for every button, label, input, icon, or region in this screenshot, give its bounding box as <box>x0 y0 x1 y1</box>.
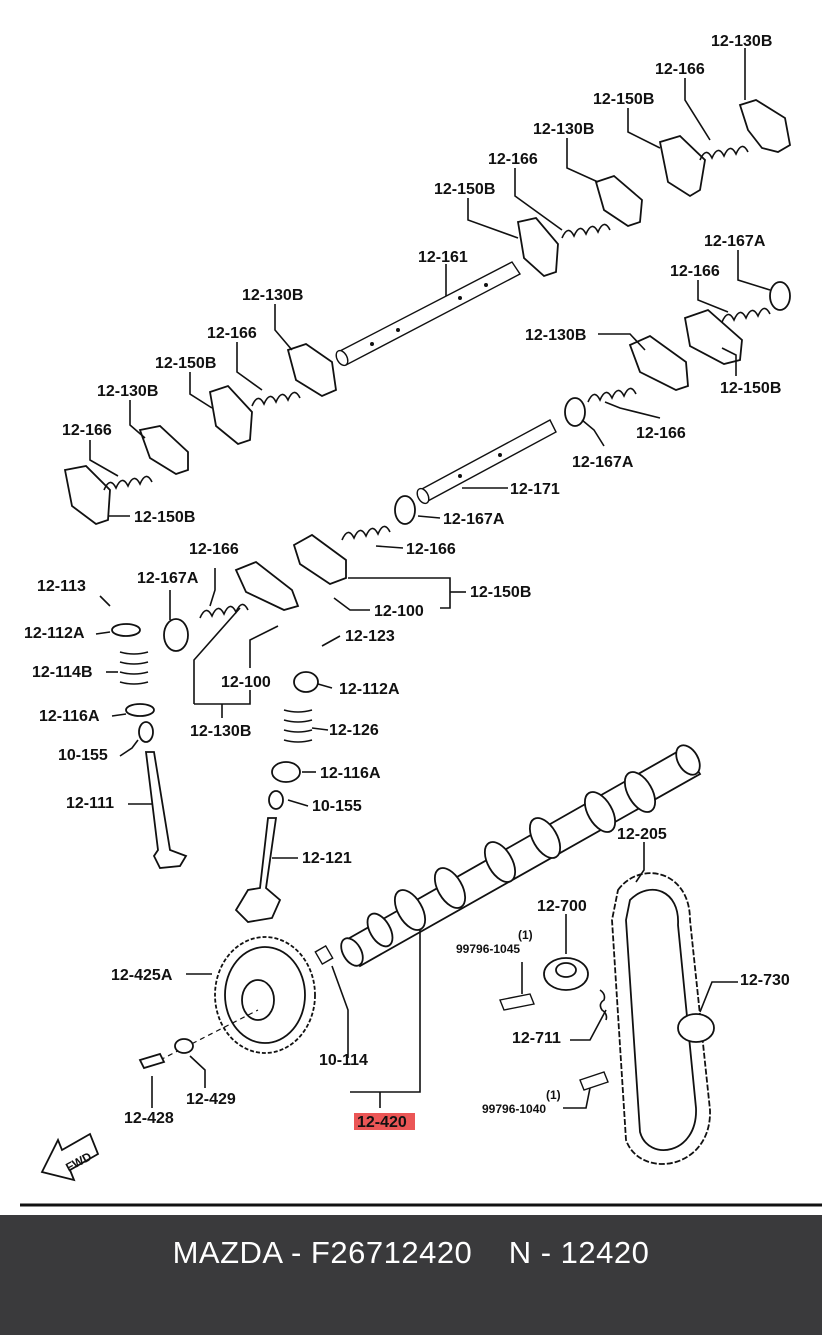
part-label: 12-100 <box>221 674 271 691</box>
part-label: 12-167A <box>137 570 199 587</box>
part-label: 12-167A <box>443 511 505 528</box>
spacers <box>111 281 791 810</box>
part-label: 10-114 <box>319 1052 368 1069</box>
part-label: 12-150B <box>720 380 781 397</box>
part-label: (1) <box>518 928 533 942</box>
part-label: 12-150B <box>593 91 654 108</box>
part-label: 12-130B <box>525 327 586 344</box>
springs <box>103 145 771 743</box>
part-label: 12-150B <box>434 181 495 198</box>
part-label: (1) <box>546 1088 561 1102</box>
part-label: 12-121 <box>302 850 352 867</box>
part-label: 12-166 <box>488 151 538 168</box>
part-label: 12-166 <box>189 541 239 558</box>
part-label: 12-130B <box>711 33 772 50</box>
part-label: 12-171 <box>510 481 560 498</box>
part-label: 12-116A <box>39 708 100 725</box>
tensioner <box>499 957 715 1091</box>
timing-belt <box>611 872 711 1165</box>
rocker-shaft-upper <box>335 261 522 367</box>
part-label: 12-711 <box>512 1030 561 1047</box>
part-label: 12-428 <box>124 1110 174 1127</box>
cam-pulley <box>138 936 316 1070</box>
exploded-view-svg: 12-130B 12-166 12-150B 12-130B 12-166 12… <box>20 33 822 1207</box>
part-label: 12-166 <box>62 422 112 439</box>
rocker-shaft-lower <box>416 419 557 505</box>
part-label: 99796-1045 <box>456 942 520 956</box>
part-label: 10-155 <box>58 747 108 764</box>
part-label: 12-123 <box>345 628 395 645</box>
part-label: 12-111 <box>66 795 114 812</box>
part-label: 12-116A <box>320 765 381 782</box>
highlight-box <box>354 1113 415 1130</box>
part-label: 12-166 <box>636 425 686 442</box>
parts-diagram: 12-130B 12-166 12-150B 12-130B 12-166 12… <box>20 33 822 1207</box>
part-label: 12-166 <box>406 541 456 558</box>
part-label: 12-429 <box>186 1091 236 1108</box>
part-label: 12-112A <box>339 681 400 698</box>
part-label: 12-130B <box>97 383 158 400</box>
part-label: 12-425A <box>111 967 173 984</box>
part-label: 12-150B <box>134 509 195 526</box>
part-label: 12-167A <box>572 454 634 471</box>
part-label: 12-166 <box>655 61 705 78</box>
part-label: 12-205 <box>617 826 667 843</box>
fwd-arrow <box>40 1132 100 1182</box>
part-label: 12-130B <box>533 121 594 138</box>
leader-lines <box>20 48 822 1207</box>
part-label: 12-130B <box>242 287 303 304</box>
part-label: 12-167A <box>704 233 766 250</box>
highlighted-part-label: 12-420 <box>357 1114 407 1131</box>
part-label: 12-112A <box>24 625 85 642</box>
part-label: 12-100 <box>374 603 424 620</box>
part-label: 10-155 <box>312 798 362 815</box>
camshaft <box>314 744 702 968</box>
valves <box>144 751 282 923</box>
part-label: 12-150B <box>470 584 531 601</box>
footer-caption: MAZDA - F26712420 N - 12420 <box>172 1235 650 1270</box>
footer-bar: MAZDA - F26712420 N - 12420 <box>0 1215 822 1335</box>
part-label: 12-114B <box>32 664 93 681</box>
part-label: 12-166 <box>670 263 720 280</box>
part-label: 12-130B <box>190 723 251 740</box>
part-label: 12-150B <box>155 355 216 372</box>
part-labels: 12-130B 12-166 12-150B 12-130B 12-166 12… <box>24 33 790 1175</box>
part-label: 12-730 <box>740 972 790 989</box>
part-label: 12-700 <box>537 898 587 915</box>
part-label: 99796-1040 <box>482 1102 546 1116</box>
part-label: 12-166 <box>207 325 257 342</box>
part-label: 12-113 <box>37 578 86 595</box>
part-label: 12-126 <box>329 722 379 739</box>
part-label: 12-161 <box>418 249 468 266</box>
